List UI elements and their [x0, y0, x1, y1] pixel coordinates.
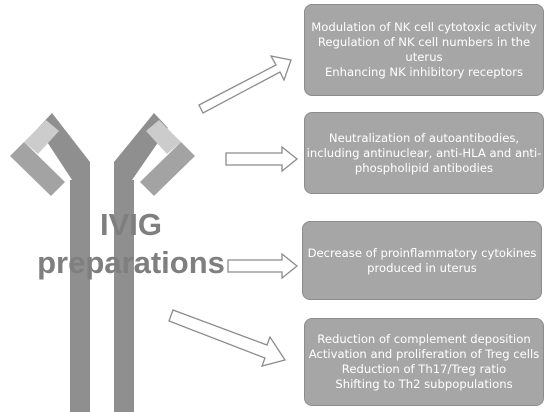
effect-box-complement-treg: Reduction of complement deposition Activ…	[304, 318, 544, 406]
effect-line: including antinuclear, anti-HLA and anti…	[306, 145, 542, 160]
effect-line: Decrease of proinflammatory cytokines	[307, 245, 537, 260]
arrow-to-complement-treg-effects	[168, 309, 287, 367]
effect-line: Activation and proliferation of Treg cel…	[308, 347, 540, 361]
title-line-2: preparations	[37, 245, 225, 280]
effect-box-cytokines: Decrease of proinflammatory cytokines pr…	[302, 221, 542, 300]
arrow-to-nk-effects	[198, 55, 292, 114]
effect-line: uterus	[405, 50, 443, 64]
arrow-icon	[227, 252, 299, 280]
title-line-1: IVIG	[99, 207, 162, 242]
effect-line: Shifting to Th2 subpopulations	[335, 377, 513, 391]
effect-line: Neutralization of autoantibodies,	[328, 130, 520, 145]
effect-line: Regulation of NK cell numbers in the	[317, 35, 531, 49]
effect-line: Reduction of Th17/Treg ratio	[341, 362, 507, 376]
effect-line: Enhancing NK inhibitory receptors	[324, 65, 524, 79]
arrow-to-cytokine-effects	[227, 252, 299, 280]
effect-line: Reduction of complement deposition	[317, 332, 531, 346]
effect-box-autoantibodies: Neutralization of autoantibodies, includ…	[304, 112, 544, 194]
arrow-icon	[168, 309, 287, 367]
arrow-icon	[225, 145, 299, 173]
ivig-preparations-label: IVIG preparations	[0, 206, 262, 282]
effect-box-nk-cells: Modulation of NK cell cytotoxic activity…	[304, 4, 544, 96]
effect-line: produced in uterus	[367, 260, 477, 275]
effect-line: Modulation of NK cell cytotoxic activity	[311, 20, 537, 34]
arrow-to-autoantibody-effects	[225, 145, 299, 173]
effect-line: phospholipid antibodies	[354, 160, 494, 175]
arrow-icon	[198, 55, 292, 114]
antibody-icon	[10, 113, 195, 412]
